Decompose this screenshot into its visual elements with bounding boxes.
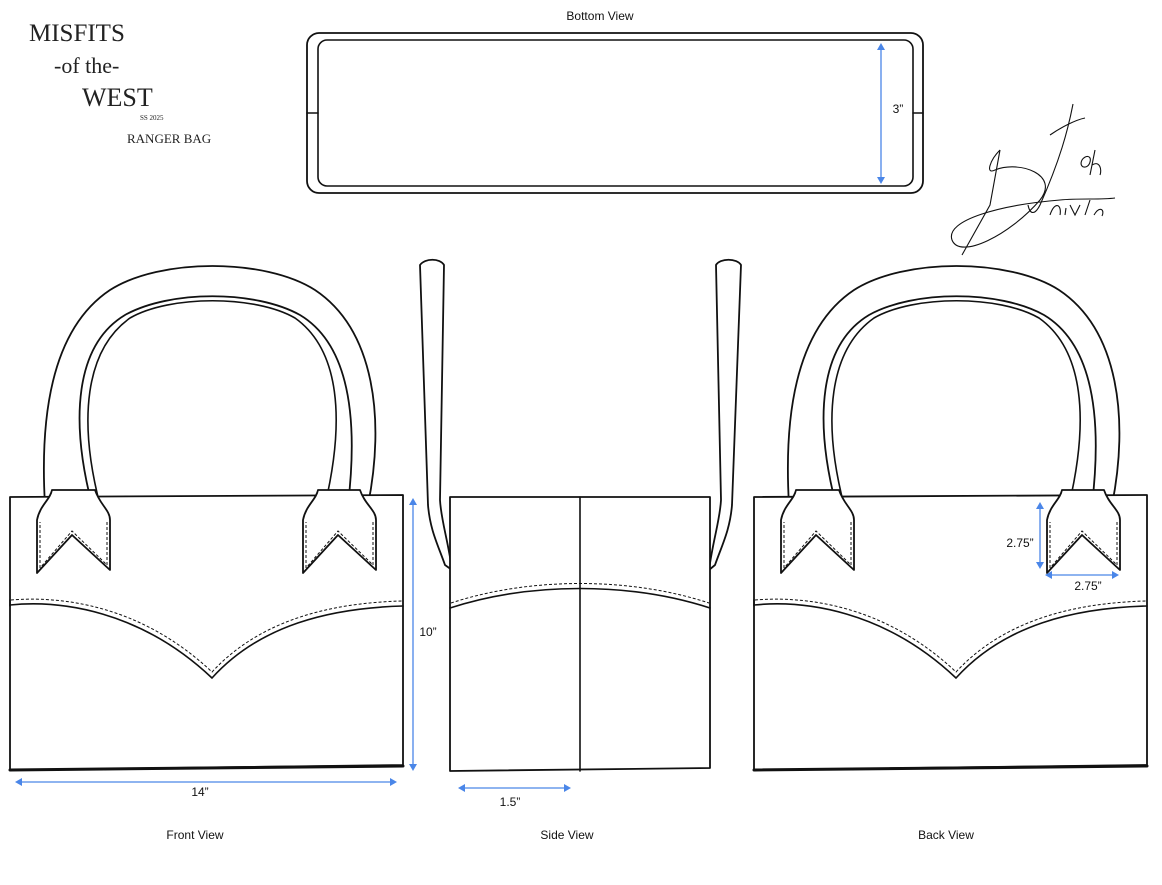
brand-line2: -of the- (54, 53, 119, 78)
back-view-label: Back View (918, 828, 974, 842)
product-name: RANGER BAG (127, 131, 211, 146)
side-view (419, 258, 742, 772)
season: SS 2025 (140, 114, 164, 122)
brand-line1: MISFITS (29, 20, 125, 47)
brand-line3: WEST (82, 83, 153, 112)
dim-tab-height: 2.75” (1006, 536, 1033, 550)
back-view (752, 264, 1149, 772)
front-view-label: Front View (166, 828, 223, 842)
side-view-label: Side View (540, 828, 593, 842)
signature (950, 103, 1116, 256)
front-view (8, 264, 405, 772)
dim-side-depth: 1.5” (500, 795, 521, 809)
dim-tab-width: 2.75” (1074, 579, 1101, 593)
bottom-view (306, 32, 924, 194)
bottom-view-label: Bottom View (566, 9, 633, 23)
dim-front-width: 14” (191, 785, 208, 799)
brand-logo: MISFITS -of the- WEST SS 2025 RANGER BAG (29, 20, 211, 146)
dim-bottom-depth: 3” (893, 102, 904, 116)
dimensions (15, 43, 1119, 792)
dim-front-height: 10” (419, 625, 436, 639)
